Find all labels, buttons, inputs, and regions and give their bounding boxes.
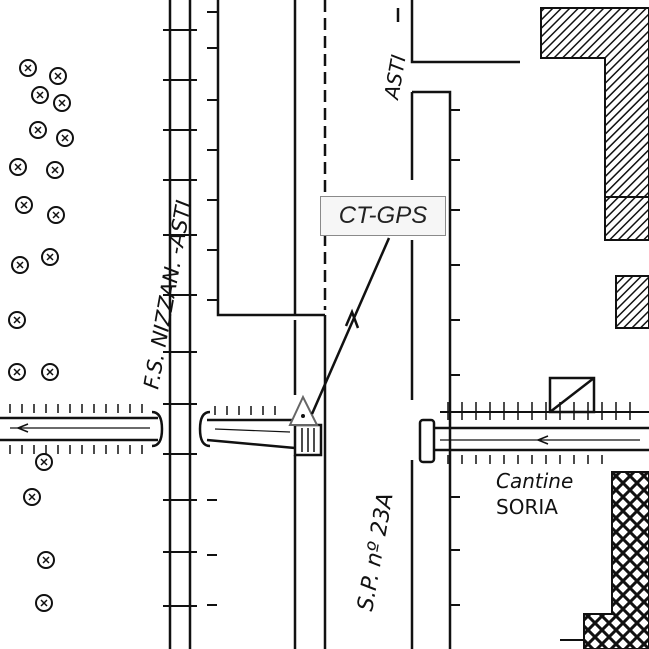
callout-leader xyxy=(310,237,391,415)
railway-line xyxy=(163,0,197,649)
small-box xyxy=(548,376,596,414)
road-ticks xyxy=(450,109,460,606)
road-label-asti: ASTI xyxy=(379,53,411,103)
road-label-sp23a: S.P. nº 23A xyxy=(353,491,398,613)
channel-right xyxy=(418,402,649,464)
boundary-ticks xyxy=(207,11,217,606)
hatched-building xyxy=(540,7,649,241)
channel-left xyxy=(0,404,164,454)
ct-gps-callout: CT-GPS xyxy=(320,196,446,236)
plot-boundaries xyxy=(216,0,520,649)
crosshatched-building xyxy=(583,471,649,649)
trees xyxy=(8,59,74,612)
triangle-marker-icon xyxy=(288,394,319,426)
hatched-building-small xyxy=(615,275,649,329)
channel-middle xyxy=(198,406,323,457)
soria-label: SORIA xyxy=(496,495,558,519)
cantine-label: Cantine xyxy=(496,469,573,493)
